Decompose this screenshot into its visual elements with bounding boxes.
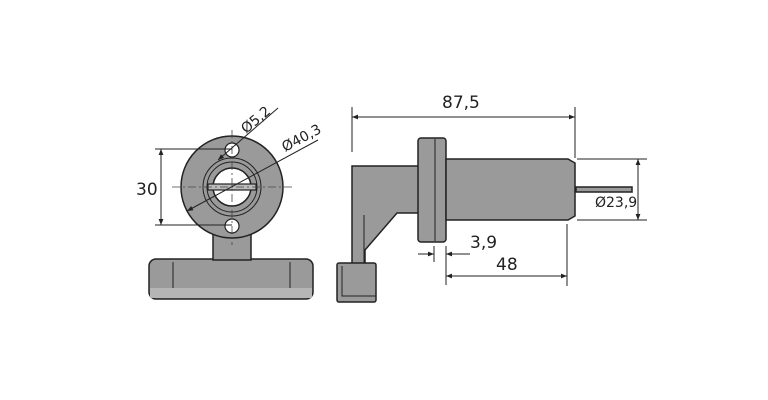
- foot: [336, 262, 377, 303]
- flange-thickness-extension-lines: [433, 246, 447, 285]
- flange-dia-leader: [186, 139, 319, 212]
- sensor-body: [445, 158, 576, 221]
- body-dia-label: Ø23,9: [595, 195, 637, 211]
- base-edge-lines: [172, 262, 291, 288]
- flange: [417, 137, 447, 243]
- height-dim-extension-lines: [155, 148, 232, 226]
- foot-edge-line: [341, 266, 376, 297]
- body-dia-extension-lines: [577, 158, 647, 221]
- total-length-label: 87,5: [442, 93, 480, 113]
- front-view: 30 Ø5,2 Ø40,3: [136, 103, 324, 300]
- hole-dia-leader: [217, 107, 279, 161]
- body-length-label: 48: [496, 255, 518, 275]
- probe-pin: [575, 186, 633, 193]
- flange-thickness-label: 3,9: [470, 233, 497, 253]
- bracket: [351, 165, 421, 266]
- total-length-extension-lines: [351, 107, 576, 158]
- base-strip: [150, 288, 312, 298]
- side-view: 87,5 Ø23,9 3,9 48: [336, 93, 647, 303]
- height-dim-label: 30: [136, 180, 158, 200]
- flange-dia-label: Ø40,3: [279, 122, 324, 156]
- hole-dia-label: Ø5,2: [238, 103, 274, 137]
